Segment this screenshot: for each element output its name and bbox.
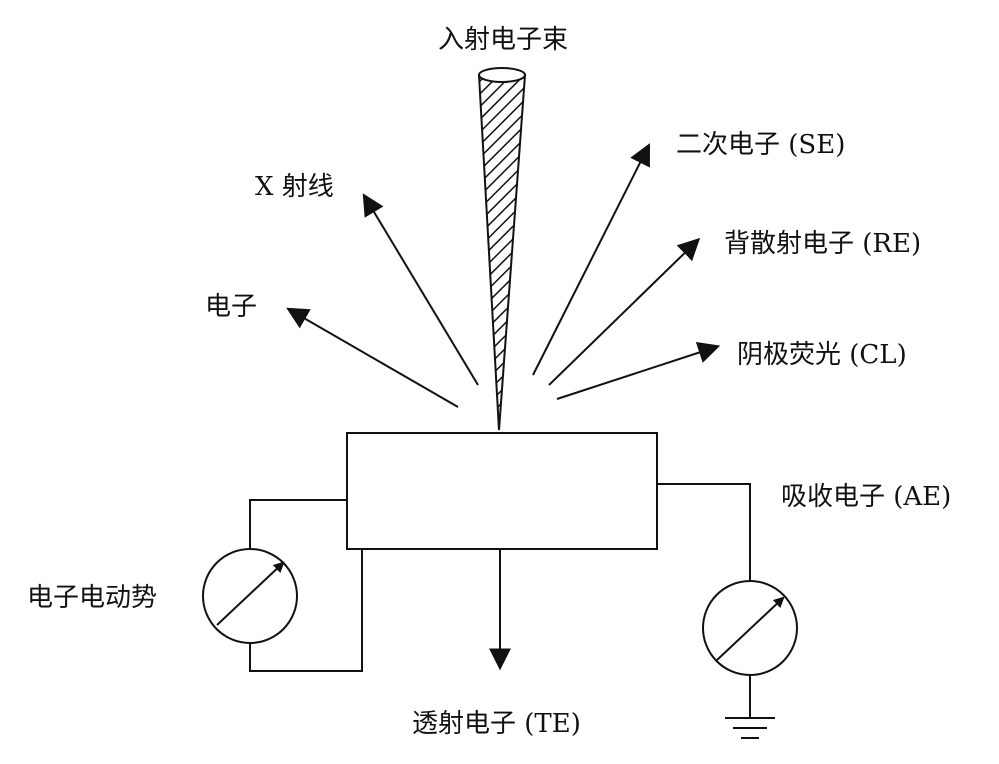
emf-circuit <box>249 499 363 672</box>
absorbed-electron-label: 吸收电子 (AE) <box>781 482 951 512</box>
sample-block <box>346 432 658 550</box>
electron-label: 电子 <box>205 292 257 322</box>
secondary-electron-arrow <box>532 143 650 376</box>
galvanometer-icon <box>702 580 798 676</box>
emf-label: 电子电动势 <box>27 583 157 613</box>
electron-arrow <box>286 307 459 408</box>
x-ray-arrow <box>362 193 479 386</box>
incident-beam-label: 入射电子束 <box>438 25 568 55</box>
cathodoluminescence-arrow <box>556 342 721 400</box>
cathodoluminescence-label: 阴极荧光 (CL) <box>737 340 907 370</box>
backscattered-electron-label: 背散射电子 (RE) <box>724 229 921 259</box>
backscattered-electron-arrow <box>548 237 701 386</box>
incident-beam <box>477 67 527 431</box>
absorbed-circuit <box>657 483 751 718</box>
transmitted-electron-label: 透射电子 (TE) <box>412 709 581 739</box>
secondary-electron-label: 二次电子 (SE) <box>676 130 845 160</box>
ground-icon <box>725 717 775 739</box>
x-ray-label: X 射线 <box>255 172 334 202</box>
galvanometer-icon <box>202 548 298 644</box>
